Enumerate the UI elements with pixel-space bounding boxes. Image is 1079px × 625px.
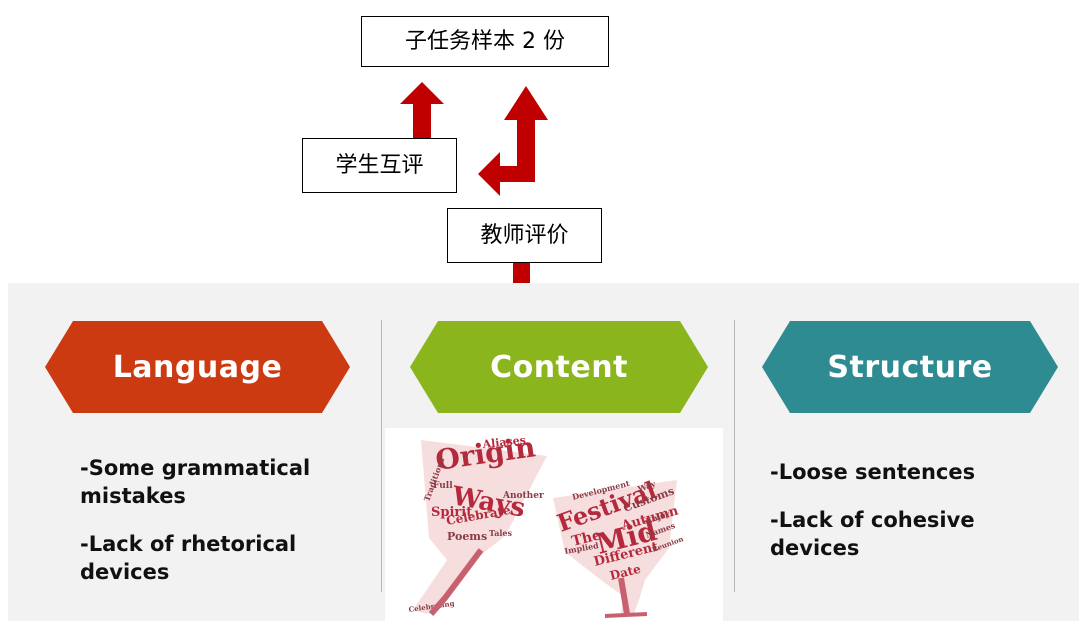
language-comment: -Some grammatical mistakes (80, 456, 311, 508)
peer-review-box: 学生互评 (302, 138, 457, 193)
arrow-up-peer (400, 82, 444, 138)
word-spirit: Spirit (431, 505, 472, 520)
arrow-teacher-to-samples (478, 86, 548, 196)
structure-hexagon: Structure (762, 321, 1058, 413)
peer-review-label: 学生互评 (335, 152, 424, 178)
language-label: Language (112, 349, 283, 385)
word-aliases: Aliases (481, 434, 527, 452)
mid-autumn-wordcloud-image: Origin Ways Aliases Another Celebrate Sp… (385, 428, 723, 621)
language-comments: -Some grammatical mistakes -Lack of rhet… (80, 454, 370, 606)
divider-right (734, 320, 735, 592)
teacher-review-label: 教师评价 (480, 222, 569, 248)
word-full: Full (433, 481, 453, 491)
structure-label: Structure (827, 349, 993, 385)
divider-left (381, 320, 382, 592)
word-another: Another (502, 491, 544, 501)
word-poems: Poems (447, 530, 487, 543)
structure-comment: -Loose sentences (770, 460, 976, 484)
language-comment: -Lack of rhetorical devices (80, 532, 297, 584)
structure-comment: -Lack of cohesive devices (770, 508, 975, 560)
word-the: The (570, 527, 603, 550)
teacher-review-box: 教师评价 (447, 208, 602, 263)
structure-comments: -Loose sentences -Lack of cohesive devic… (770, 458, 1050, 582)
word-tales: Tales (489, 528, 513, 538)
content-hexagon: Content (410, 321, 708, 413)
sample-tasks-label: 子任务样本 2 份 (405, 28, 565, 54)
language-hexagon: Language (45, 321, 350, 413)
sample-tasks-box: 子任务样本 2 份 (361, 16, 609, 67)
content-label: Content (490, 349, 628, 385)
